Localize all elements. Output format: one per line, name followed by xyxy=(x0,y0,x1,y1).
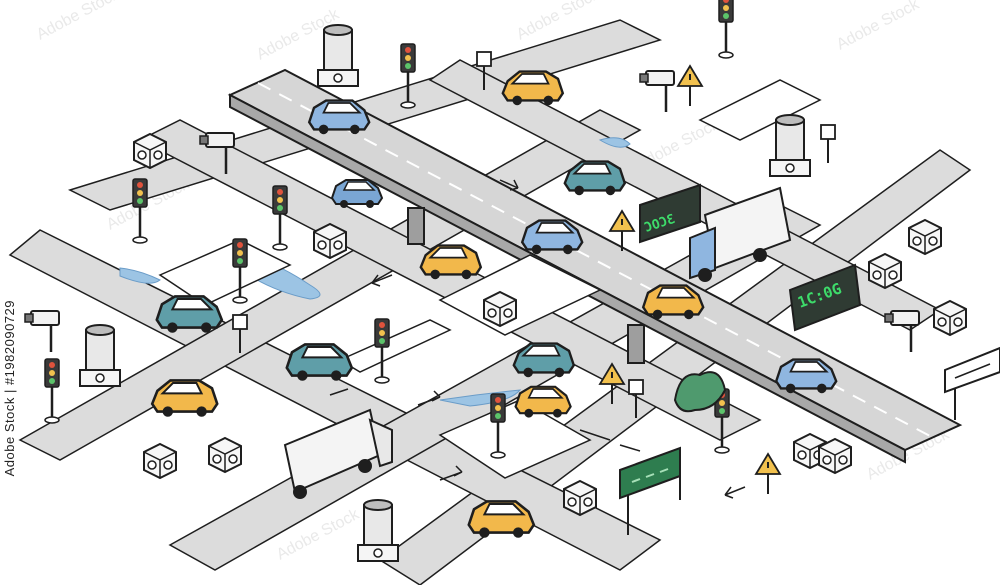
car-yellow xyxy=(514,385,572,419)
direction-sign xyxy=(944,346,1000,420)
warning-sign xyxy=(755,453,781,495)
sensor-box xyxy=(563,480,597,516)
truck-left xyxy=(283,408,393,499)
svg-text:Adobe Stock: Adobe Stock xyxy=(834,0,923,54)
car-yellow xyxy=(419,244,482,281)
car-blue xyxy=(331,179,383,209)
sensor-box xyxy=(908,219,942,255)
svg-text:Adobe Stock: Adobe Stock xyxy=(34,0,123,44)
sensor-box xyxy=(208,437,242,473)
speed-camera xyxy=(883,309,921,354)
traffic-light xyxy=(43,357,61,425)
tree xyxy=(673,371,727,413)
overpass-pillar-right xyxy=(627,324,645,364)
sensor-tower xyxy=(317,24,359,87)
sensor-box xyxy=(143,443,177,479)
sensor-box xyxy=(133,133,167,169)
car-yellow xyxy=(501,70,564,107)
car-yellow xyxy=(642,284,705,321)
sensor-tower xyxy=(769,114,811,177)
car-teal xyxy=(563,160,626,197)
sidewalk-blocks xyxy=(158,79,822,479)
car-blue xyxy=(775,358,838,395)
sensor-box xyxy=(933,300,967,336)
sensor-box xyxy=(313,223,347,259)
car-teal xyxy=(155,295,224,335)
traffic-light xyxy=(271,184,289,252)
sensor-box xyxy=(868,253,902,289)
warning-sign xyxy=(677,65,703,107)
car-teal xyxy=(285,343,354,383)
sensor-box xyxy=(483,291,517,327)
overpass-pillar-left xyxy=(407,207,425,245)
sensor-tower xyxy=(79,324,121,387)
stock-caption: Adobe Stock | #1982090729 xyxy=(2,300,28,500)
green-road-sign xyxy=(619,446,681,535)
truck-right xyxy=(689,186,792,282)
digital-clock-display: 1C:0G xyxy=(788,263,862,332)
car-yellow xyxy=(467,500,536,540)
sensor-box xyxy=(818,438,852,474)
speed-camera xyxy=(23,309,61,354)
stock-caption-text: Adobe Stock | #1982090729 xyxy=(2,300,17,477)
traffic-light xyxy=(717,0,735,60)
speed-camera xyxy=(638,69,676,114)
car-blue xyxy=(308,99,371,136)
sign-post xyxy=(820,124,836,164)
road-crossing-band xyxy=(138,119,762,441)
car-teal xyxy=(512,342,575,379)
car-blue xyxy=(521,219,584,256)
road-markings xyxy=(329,179,746,499)
sensor-tower xyxy=(357,499,399,562)
car-yellow xyxy=(150,379,219,419)
info-board: ƆОƆƐ xyxy=(639,183,701,244)
